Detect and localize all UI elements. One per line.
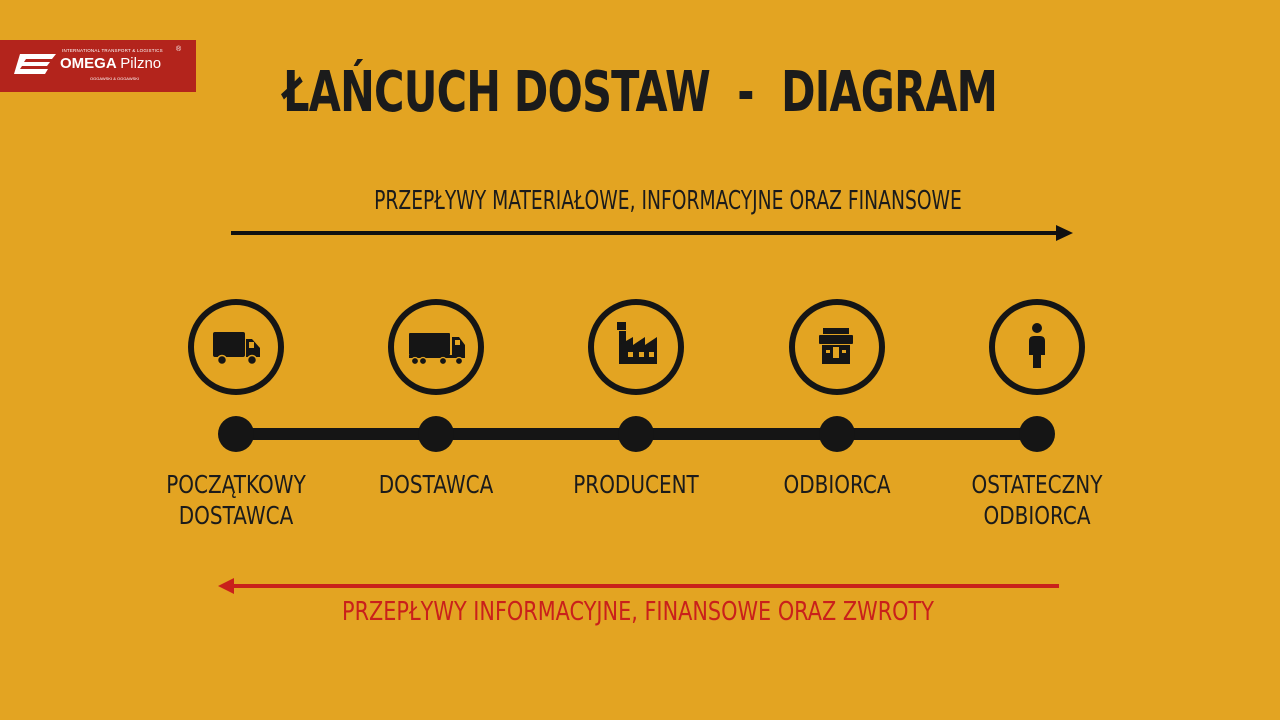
backward-flow-label: PRZEPŁYWY INFORMACYJNE, FINANSOWE ORAZ Z… xyxy=(342,597,934,627)
omega-logo-icon xyxy=(14,54,56,74)
stage-label-supplier: DOSTAWCA xyxy=(356,469,516,500)
stage-node-final-recipient xyxy=(1019,416,1055,452)
stage-label-recipient: ODBIORCA xyxy=(757,469,917,500)
stage-label-line: PRODUCENT xyxy=(573,470,699,499)
logo-tagline: INTERNATIONAL TRANSPORT & LOGISTICS xyxy=(62,48,163,53)
forward-flow-arrow xyxy=(231,225,1073,241)
stage-icon-ring-initial-supplier xyxy=(188,299,284,395)
stage-node-recipient xyxy=(819,416,855,452)
logo-brand: OMEGA xyxy=(60,55,117,72)
shop-icon xyxy=(819,328,853,364)
stage-icon-ring-producer xyxy=(588,299,684,395)
stage-label-line: OSTATECZNY xyxy=(971,470,1103,499)
stage-label-initial-supplier: POCZĄTKOWY DOSTAWCA xyxy=(156,469,316,531)
page-title: ŁAŃCUCH DOSTAW - DIAGRAM xyxy=(282,60,998,125)
stage-icon-ring-supplier xyxy=(388,299,484,395)
stage-label-line: DOSTAWCA xyxy=(378,470,494,499)
person-icon xyxy=(1029,323,1045,368)
van-icon xyxy=(213,332,260,366)
stage-label-line: DOSTAWCA xyxy=(178,501,294,530)
stage-node-producer xyxy=(618,416,654,452)
stage-label-final-recipient: OSTATECZNY ODBIORCA xyxy=(957,469,1117,531)
stage-label-line: POCZĄTKOWY xyxy=(166,470,306,499)
stage-label-line: ODBIORCA xyxy=(983,501,1091,530)
logo-subline: OGGAWSKI & OGGAWSKI xyxy=(90,76,140,81)
backward-flow-arrow xyxy=(218,578,1059,594)
stage-node-supplier xyxy=(418,416,454,452)
logo-city: Pilzno xyxy=(120,55,162,72)
logo-registered-mark: ® xyxy=(176,46,182,53)
stage-icon-ring-final-recipient xyxy=(989,299,1085,395)
stage-label-producer: PRODUCENT xyxy=(556,469,716,500)
logo-name: OMEGA Pilzno xyxy=(60,55,161,72)
stage-label-line: ODBIORCA xyxy=(783,470,891,499)
forward-flow-label: PRZEPŁYWY MATERIAŁOWE, INFORMACYJNE ORAZ… xyxy=(374,186,962,216)
factory-icon xyxy=(617,322,657,364)
truck-icon xyxy=(409,333,465,366)
stage-node-initial-supplier xyxy=(218,416,254,452)
stage-icon-ring-recipient xyxy=(789,299,885,395)
omega-logo: INTERNATIONAL TRANSPORT & LOGISTICS ® OM… xyxy=(0,40,196,92)
